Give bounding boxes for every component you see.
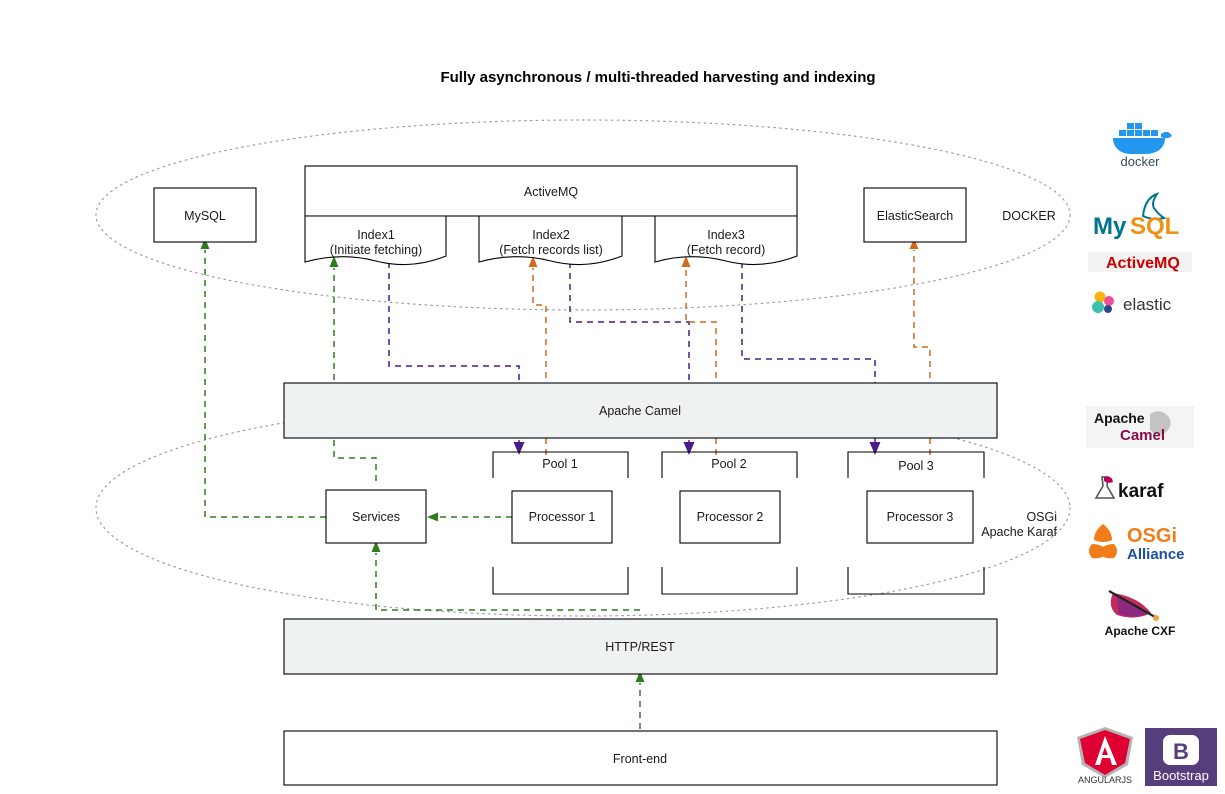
karaf-logo-caption: karaf [1118, 481, 1164, 502]
flow-pool1-to-index2 [532, 268, 547, 455]
arrowhead-elasticsearch [909, 238, 919, 249]
processor-2-label: Processor 2 [697, 510, 764, 524]
karaf-logo: karaf [1065, 473, 1215, 503]
arrowhead-mysql [200, 238, 210, 249]
docker-zone-boundary [95, 119, 1071, 311]
apache-camel-logo: Apache Camel [1065, 404, 1215, 450]
bootstrap-logo: B Bootstrap [1140, 726, 1222, 788]
apache-camel-node[interactable]: Apache Camel [283, 382, 998, 439]
elasticsearch-node[interactable]: ElasticSearch [863, 187, 967, 243]
cxf-logo-caption: Apache CXF [1105, 624, 1176, 638]
index1-label-line1: Index1 [357, 228, 395, 242]
osgi-zone-label-line2: Apache Karaf [981, 525, 1057, 539]
activemq-label: ActiveMQ [524, 185, 578, 199]
flow-pool3-to-elasticsearch [913, 250, 931, 455]
mysql-logo-caption-sql: SQL [1130, 213, 1179, 240]
osgi-alliance-logo: OSGi Alliance [1065, 518, 1215, 566]
services-node[interactable]: Services [325, 489, 427, 544]
osgi-logo-caption-line2: Alliance [1127, 546, 1185, 563]
arrowhead-index1 [329, 256, 339, 267]
apache-camel-label: Apache Camel [599, 404, 681, 418]
elastic-logo: elastic [1065, 288, 1215, 316]
docker-logo-caption: docker [1120, 154, 1160, 168]
angularjs-logo: ANGULARJS [1065, 723, 1145, 785]
flow-index3-to-pool3 [741, 262, 876, 442]
http-rest-node[interactable]: HTTP/REST [283, 618, 998, 675]
mysql-label: MySQL [184, 209, 226, 223]
processor-1-label: Processor 1 [529, 510, 596, 524]
docker-logo: docker [1065, 118, 1215, 168]
pool-3-container[interactable]: Pool 3 [847, 451, 985, 595]
arrowhead-services-left [427, 512, 438, 522]
index1-queue[interactable]: Index1 (Initiate fetching) [304, 215, 447, 266]
osgi-zone-label-line1: OSGi [1026, 510, 1057, 524]
flow-pool1-to-services [375, 553, 640, 611]
arrowhead-services-bottom [371, 541, 381, 552]
activemq-node[interactable]: ActiveMQ [304, 165, 798, 217]
svg-text:My: My [1093, 213, 1127, 240]
page-title: Fully asynchronous / multi-threaded harv… [440, 69, 875, 86]
index2-queue[interactable]: Index2 (Fetch records list) [478, 215, 623, 266]
technology-logo-column: docker My SQL ActiveMQ elastic Apa [1065, 0, 1225, 794]
mysql-logo: My SQL [1065, 190, 1215, 242]
mysql-node[interactable]: MySQL [153, 187, 257, 243]
processor-3-label: Processor 3 [887, 510, 954, 524]
arrowhead-pool3 [869, 442, 881, 455]
flow-services-to-index1 [333, 268, 377, 481]
arrowhead-pool2 [683, 442, 695, 455]
index1-label-line2: (Initiate fetching) [330, 243, 422, 257]
flow-index1-to-pool1 [388, 262, 520, 442]
flow-services-to-mysql [204, 250, 326, 518]
docker-zone-label: DOCKER [1002, 209, 1055, 223]
frontend-node[interactable]: Front-end [283, 730, 998, 786]
osgi-logo-caption-line1: OSGi [1127, 525, 1177, 547]
angularjs-logo-caption: ANGULARJS [1078, 775, 1132, 785]
pool-3-label: Pool 3 [898, 459, 933, 473]
camel-logo-caption-line1: Apache [1094, 410, 1145, 426]
processor-2-node[interactable]: Processor 2 [679, 490, 781, 544]
activemq-logo-caption: ActiveMQ [1106, 255, 1180, 272]
arrowhead-index2 [528, 256, 538, 267]
http-rest-label: HTTP/REST [605, 640, 675, 654]
pool-2-label: Pool 2 [711, 457, 746, 471]
pool-1-label: Pool 1 [542, 457, 577, 471]
index2-label-line2: (Fetch records list) [499, 243, 603, 257]
activemq-logo: ActiveMQ [1065, 249, 1215, 275]
osgi-zone-boundary [95, 399, 1071, 617]
index3-label-line1: Index3 [707, 228, 745, 242]
camel-logo-caption-line2: Camel [1120, 427, 1165, 444]
processor-3-node[interactable]: Processor 3 [866, 490, 974, 544]
index2-label-line1: Index2 [532, 228, 570, 242]
index3-label-line2: (Fetch record) [687, 243, 766, 257]
pool-2-container[interactable]: Pool 2 [661, 451, 798, 595]
pool-1-container[interactable]: Pool 1 [492, 451, 629, 595]
bootstrap-logo-caption: Bootstrap [1153, 768, 1209, 783]
processor-1-node[interactable]: Processor 1 [511, 490, 613, 544]
elasticsearch-label: ElasticSearch [877, 209, 953, 223]
services-label: Services [352, 510, 400, 524]
arrowhead-httprest [635, 671, 645, 682]
svg-text:B: B [1173, 739, 1189, 764]
arrowhead-index3 [681, 256, 691, 267]
frontend-label: Front-end [613, 752, 667, 766]
index3-queue[interactable]: Index3 (Fetch record) [654, 215, 798, 266]
apache-cxf-logo: Apache CXF [1065, 583, 1215, 638]
elastic-logo-caption: elastic [1123, 295, 1172, 314]
arrowhead-pool1 [513, 442, 525, 455]
